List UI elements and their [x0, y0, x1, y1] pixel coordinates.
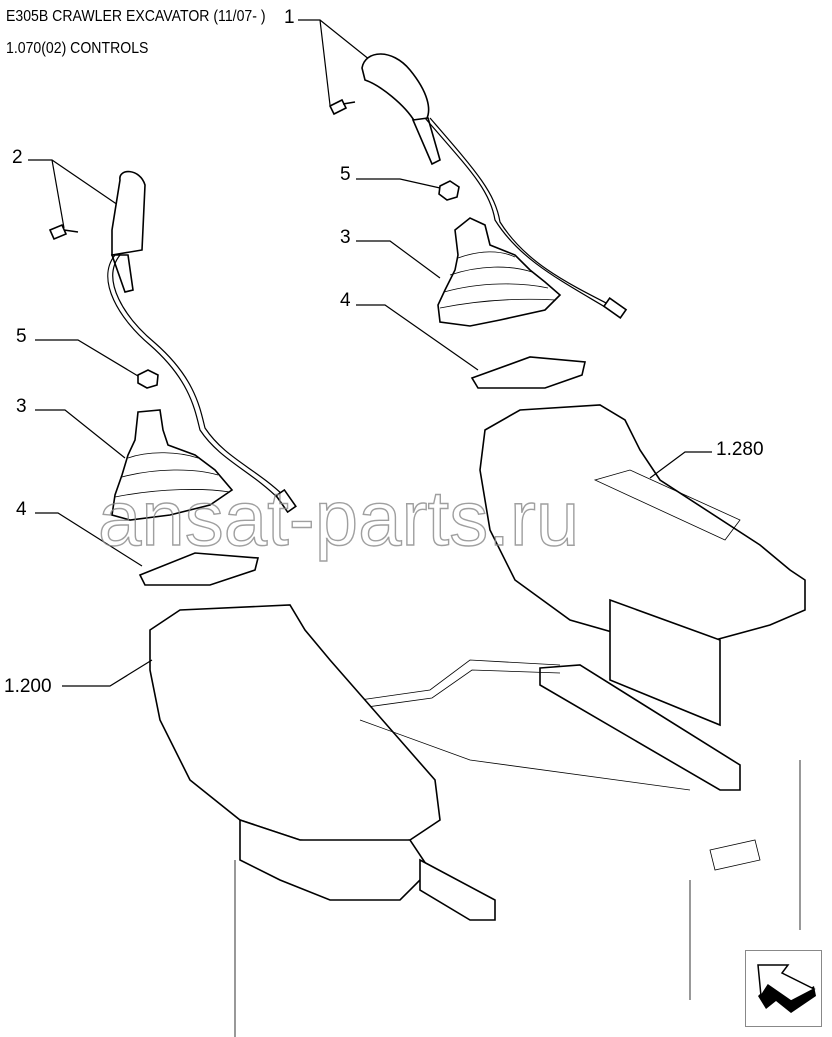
section-title: 1.070(02) CONTROLS — [6, 40, 149, 57]
rubber-boot-right[interactable] — [437, 217, 562, 327]
joystick-handle-left[interactable] — [107, 170, 297, 514]
diagram-title: E305B CRAWLER EXCAVATOR (11/07- ) — [6, 8, 266, 25]
leader-line-1-280 — [649, 451, 712, 479]
callout-4-right[interactable]: 4 — [340, 290, 351, 311]
callout-5-right[interactable]: 5 — [340, 164, 351, 185]
console-right[interactable] — [359, 404, 806, 1000]
callout-4-left[interactable]: 4 — [16, 499, 27, 520]
callout-5-left[interactable]: 5 — [16, 326, 27, 347]
leader-line-2 — [28, 159, 119, 229]
callout-2[interactable]: 2 — [12, 147, 23, 168]
rubber-boot-left[interactable] — [111, 409, 234, 521]
joystick-handle-right[interactable] — [361, 53, 628, 319]
reference-1-280[interactable]: 1.280 — [716, 439, 764, 460]
console-left[interactable] — [149, 604, 691, 1037]
leader-line-5-right — [356, 178, 441, 189]
leader-line-3-right — [356, 240, 441, 279]
callout-3-right[interactable]: 3 — [340, 227, 351, 248]
reference-1-200[interactable]: 1.200 — [4, 676, 52, 697]
next-page-arrow-icon — [757, 964, 816, 1013]
screw-icon — [328, 98, 356, 116]
mounting-plate-right[interactable] — [470, 356, 586, 389]
mounting-plate-left[interactable] — [138, 552, 260, 586]
leader-line-1 — [298, 19, 371, 106]
callout-3-left[interactable]: 3 — [16, 396, 27, 417]
leader-line-4-left — [35, 512, 143, 567]
nut-left[interactable] — [137, 369, 159, 389]
screw-icon — [48, 223, 79, 241]
leader-line-5-left — [35, 339, 139, 377]
leader-line-1-200 — [62, 659, 153, 687]
watermark: ansat-parts.ru — [98, 474, 579, 562]
next-page-button[interactable] — [745, 950, 822, 1027]
callout-1[interactable]: 1 — [284, 7, 295, 28]
nut-right[interactable] — [438, 180, 460, 201]
leader-line-4-right — [356, 304, 479, 371]
leader-line-3-left — [35, 409, 126, 459]
